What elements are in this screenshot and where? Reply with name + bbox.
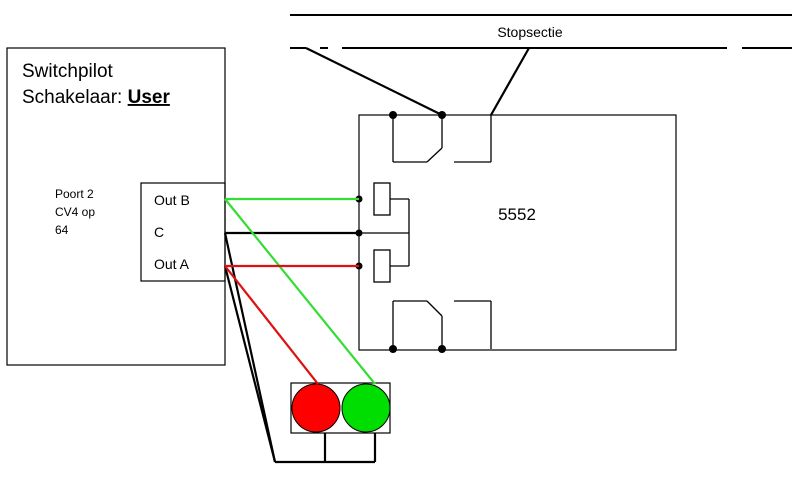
junction-dots <box>355 111 446 353</box>
red-lamp <box>291 383 341 433</box>
mode-prefix: Schakelaar: <box>22 87 128 108</box>
out-a-label: Out A <box>154 256 190 272</box>
relay-label: 5552 <box>498 205 536 224</box>
c-label: C <box>154 224 164 240</box>
relay-internals <box>359 115 492 349</box>
mode-user: User <box>128 87 171 108</box>
out-a-wires <box>224 264 359 385</box>
cv-label: CV4 op <box>55 205 95 219</box>
switchpilot-mode: Schakelaar: User <box>22 87 170 108</box>
port-label: Poort 2 <box>55 187 94 201</box>
track-feeders <box>305 47 530 116</box>
out-b-wires <box>224 197 376 385</box>
cv-value: 64 <box>55 223 69 237</box>
track-rails <box>290 14 792 49</box>
out-b-label: Out B <box>154 192 190 208</box>
stopsectie-label: Stopsectie <box>497 24 563 40</box>
green-lamp <box>341 383 391 433</box>
common-wires <box>223 231 377 464</box>
switchpilot-title: Switchpilot <box>22 61 114 82</box>
